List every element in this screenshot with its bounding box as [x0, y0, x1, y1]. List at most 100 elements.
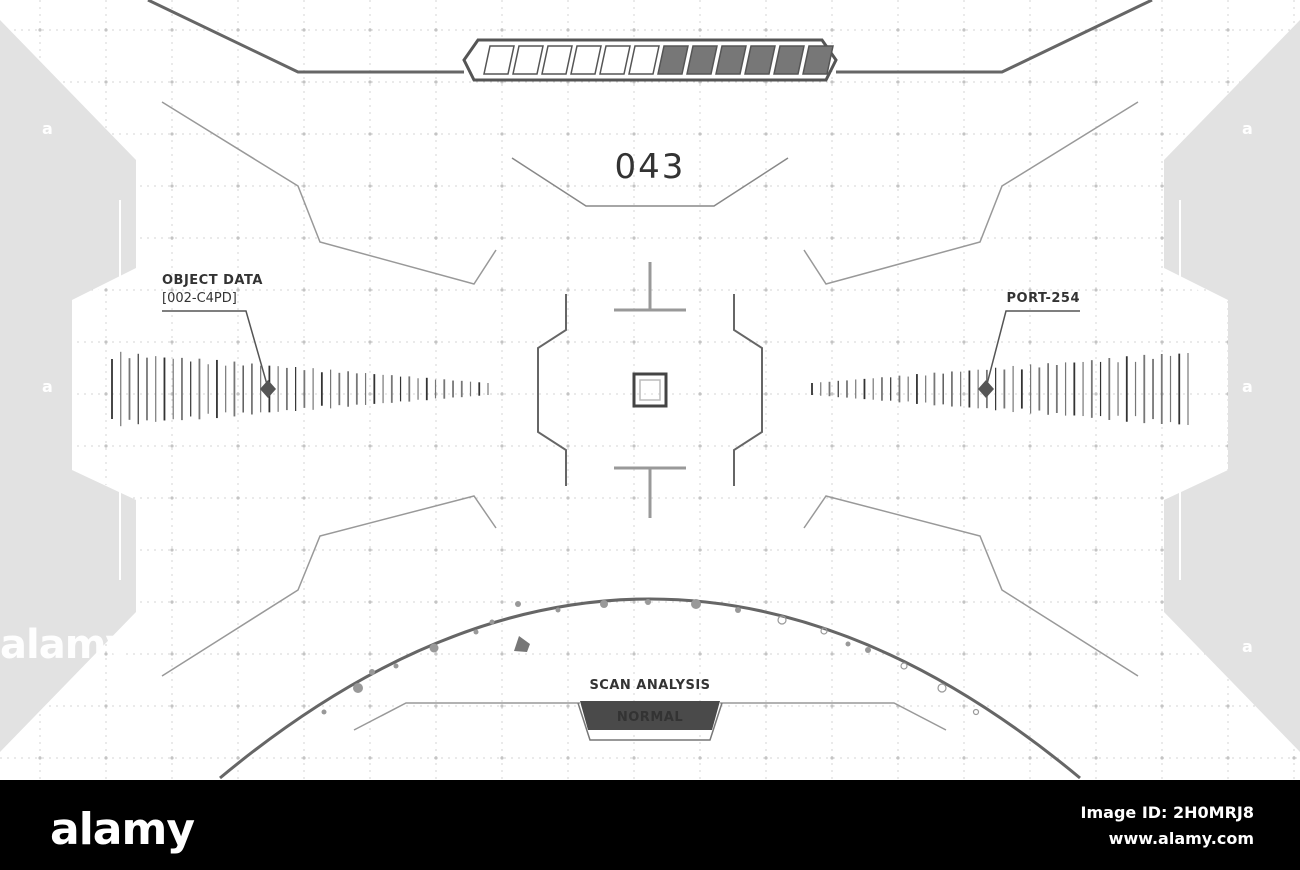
left-side-panel [0, 20, 136, 752]
progress-segment [773, 45, 805, 75]
grid-dot [962, 392, 966, 396]
grid-dot [896, 496, 900, 500]
grid-dot [104, 288, 108, 292]
grid-dot [1094, 28, 1098, 32]
grid-dot [1160, 652, 1164, 656]
grid-dot [698, 28, 702, 32]
grid-dot [566, 28, 570, 32]
status-badge-label: NORMAL [617, 710, 683, 725]
grid-dot [500, 496, 504, 500]
grid-dot [368, 756, 372, 760]
grid-dot [632, 132, 636, 136]
grid-dot [1094, 600, 1098, 604]
grid-dot [236, 132, 240, 136]
grid-dot [632, 236, 636, 240]
grid-dot [1160, 444, 1164, 448]
grid-dot [170, 288, 174, 292]
lower-right-frame-line [803, 495, 1139, 677]
grid-dot [104, 80, 108, 84]
grid-dot [962, 756, 966, 760]
center-reticle [537, 262, 763, 518]
grid-dot [1292, 756, 1296, 760]
grid-dot [1028, 288, 1032, 292]
grid-dot [434, 496, 438, 500]
right-panel-letter-3: a [1242, 637, 1253, 656]
grid-dot [302, 80, 306, 84]
grid-dot [302, 548, 306, 552]
radar-arc [219, 597, 1081, 780]
grid-dot [830, 756, 834, 760]
grid-dot [1094, 704, 1098, 708]
grid-dot [1094, 756, 1098, 760]
grid-dot [962, 132, 966, 136]
footer-logo: alamy [50, 804, 195, 855]
reticle-bottom-tick [614, 466, 686, 518]
right-waveform [811, 353, 1189, 425]
grid-dot [170, 444, 174, 448]
right-side-panel [1164, 20, 1300, 752]
grid-dot [962, 548, 966, 552]
status-badge-outline [577, 702, 723, 741]
grid-dot [566, 600, 570, 604]
left-panel-letter-2: a [42, 377, 53, 396]
grid-dot [500, 184, 504, 188]
lower-left-frame-line [161, 495, 497, 677]
grid-dot [566, 288, 570, 292]
grid-dot [170, 236, 174, 240]
left-panel-letter: a [42, 119, 53, 138]
counter-bracket [511, 157, 789, 207]
grid-dot [1028, 80, 1032, 84]
grid-dot [1226, 704, 1230, 708]
progress-segment [657, 45, 689, 75]
grid-dot [302, 600, 306, 604]
grid-dot [632, 652, 636, 656]
radar-blip [353, 683, 363, 693]
grid-dot [566, 132, 570, 136]
grid-dot [698, 756, 702, 760]
grid-dot [368, 704, 372, 708]
grid-dot [962, 28, 966, 32]
grid-dot [1094, 652, 1098, 656]
grid-dot [368, 496, 372, 500]
background-grid [0, 0, 1300, 780]
grid-dot [236, 288, 240, 292]
radar-blip [972, 708, 980, 716]
grid-dot [896, 756, 900, 760]
grid-dot [236, 340, 240, 344]
grid-dot [830, 600, 834, 604]
target-square-icon [632, 372, 668, 408]
port-label: PORT-254 [1007, 291, 1081, 306]
grid-dot [500, 132, 504, 136]
grid-dot [302, 444, 306, 448]
grid-dot [830, 652, 834, 656]
reticle-left-bracket [537, 294, 567, 486]
radar-blip [845, 641, 851, 647]
grid-dot [632, 340, 636, 344]
grid-dot [698, 652, 702, 656]
footer-image-id: Image ID: 2H0MRJ8 [1080, 803, 1254, 822]
grid-dot [632, 496, 636, 500]
grid-dot [830, 236, 834, 240]
grid-dot [1160, 756, 1164, 760]
progress-segment [686, 45, 718, 75]
grid-dot [1160, 288, 1164, 292]
progress-segment [628, 45, 660, 75]
grid-dot [368, 28, 372, 32]
grid-dot [1094, 184, 1098, 188]
grid-dot [962, 288, 966, 292]
grid-dot [170, 496, 174, 500]
radar-blip [429, 643, 439, 653]
diamond-marker-icon [978, 380, 994, 398]
reticle-right-bracket [733, 294, 763, 486]
grid-dot [566, 756, 570, 760]
grid-dot [1226, 28, 1230, 32]
grid-dot [434, 756, 438, 760]
grid-dot [302, 704, 306, 708]
grid-dot [764, 652, 768, 656]
grid-dot [368, 184, 372, 188]
grid-dot [302, 288, 306, 292]
grid-dot [1226, 80, 1230, 84]
right-panel-letter-2: a [1242, 377, 1253, 396]
grid-dot [632, 600, 636, 604]
grid-dot [764, 548, 768, 552]
